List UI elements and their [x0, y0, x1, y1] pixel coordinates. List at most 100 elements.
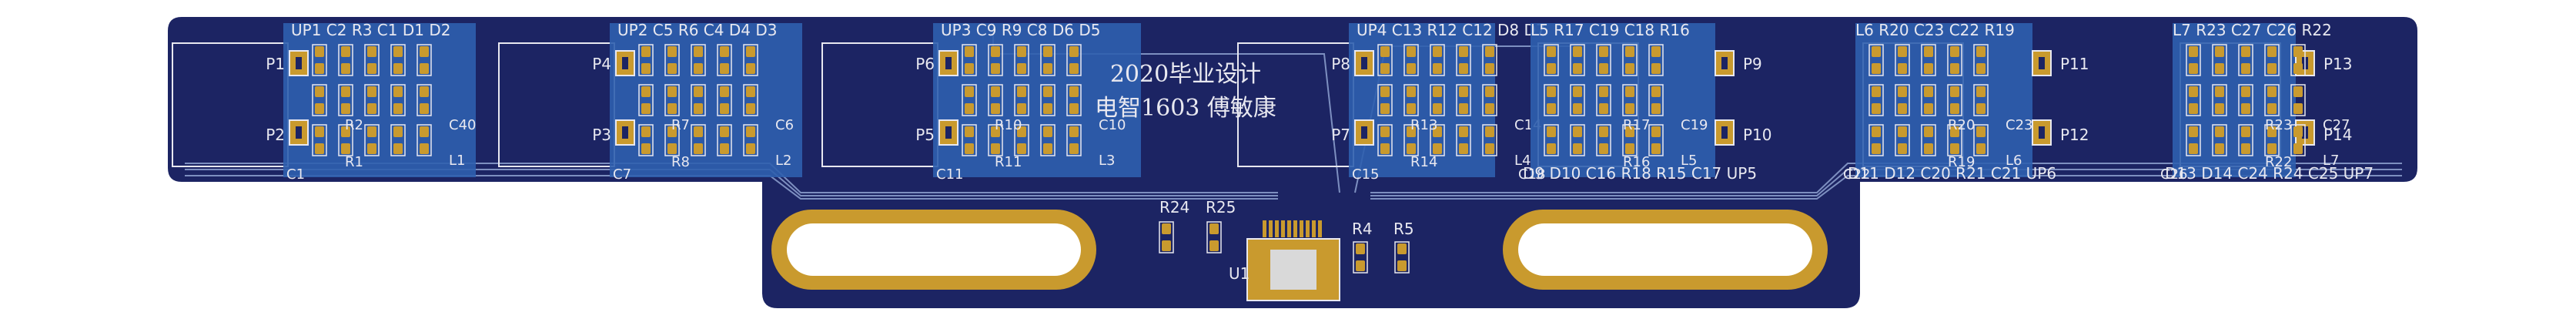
- component-outline: [1544, 44, 1559, 76]
- smd-pad: [2241, 63, 2250, 74]
- component-outline: [338, 124, 353, 156]
- smd-pad: [1069, 63, 1079, 74]
- smd-pad: [2215, 86, 2224, 97]
- smd-pad: [965, 46, 974, 57]
- connector-pad: [1715, 119, 1735, 146]
- smd-pad: [746, 126, 755, 137]
- component-outline: [988, 44, 1003, 76]
- copper-pour: [1855, 23, 2032, 177]
- component-label: C6: [775, 117, 794, 133]
- smd-pad: [1485, 143, 1494, 154]
- component-outline: [1570, 124, 1585, 156]
- smd-pad: [1043, 143, 1052, 154]
- smd-pad: [1599, 126, 1608, 137]
- component-outline: [664, 124, 680, 156]
- smd-pad: [2189, 143, 2198, 154]
- component-label: C15: [1352, 166, 1379, 183]
- component-label: L2: [775, 153, 791, 169]
- smd-pad: [746, 63, 755, 74]
- smd-pad: [1433, 63, 1442, 74]
- pin-label: P6: [915, 55, 935, 73]
- smd-pad: [1485, 103, 1494, 114]
- component-outline: [2212, 44, 2227, 76]
- smd-pad: [1872, 63, 1881, 74]
- smd-pad: [1069, 86, 1079, 97]
- ref-designators: UP3 C9 R9 C8 D6 D5: [941, 21, 1100, 39]
- component-outline: [743, 124, 758, 156]
- component-outline: [664, 44, 680, 76]
- component-outline: [1868, 44, 1884, 76]
- smd-pad: [1017, 126, 1026, 137]
- ic-pin: [1275, 220, 1279, 237]
- smd-pad: [1625, 63, 1634, 74]
- component-outline: [638, 124, 654, 156]
- component-outline: [1622, 44, 1638, 76]
- smd-pad: [341, 86, 350, 97]
- connector-hole: [296, 126, 302, 139]
- component-outline: [1403, 44, 1419, 76]
- smd-pad: [1924, 63, 1933, 74]
- smd-pad: [1599, 143, 1608, 154]
- component-outline: [338, 44, 353, 76]
- smd-pad: [991, 63, 1000, 74]
- smd-pad: [1924, 143, 1933, 154]
- component-label: C19: [1681, 117, 1708, 133]
- component-outline: [717, 44, 732, 76]
- component-outline: [1066, 124, 1082, 156]
- smd-pad: [991, 143, 1000, 154]
- smd-pad: [2267, 86, 2277, 97]
- smd-pad: [1599, 86, 1608, 97]
- smd-pad: [991, 46, 1000, 57]
- component-outline: [338, 84, 353, 116]
- component-outline: [2238, 84, 2253, 116]
- smd-pad: [746, 143, 755, 154]
- component-outline: [1430, 124, 1445, 156]
- smd-pad: [420, 126, 429, 137]
- smd-pad: [1573, 63, 1582, 74]
- smd-pad: [1407, 103, 1416, 114]
- smd-pad: [2267, 143, 2277, 154]
- connector-hole: [296, 57, 302, 69]
- smd-pad: [1924, 103, 1933, 114]
- smd-pad: [1043, 86, 1052, 97]
- connector-hole: [2039, 57, 2045, 69]
- smd-pad: [2267, 126, 2277, 137]
- smd-pad: [694, 63, 703, 74]
- smd-pad: [1017, 86, 1026, 97]
- component-label: R14: [1410, 154, 1437, 170]
- component-label: C26: [2160, 166, 2187, 183]
- component-outline: [1040, 124, 1055, 156]
- connector-hole: [1721, 57, 1728, 69]
- connector-hole: [945, 57, 952, 69]
- smd-pad: [1209, 223, 1219, 234]
- smd-pad: [2293, 63, 2303, 74]
- component-label: R8: [671, 154, 690, 170]
- component-label: C27: [2323, 117, 2350, 133]
- ref-designators-bottom: D13 D14 C24 R24 C25 UP7: [2165, 164, 2374, 183]
- pin-label: P13: [2323, 55, 2353, 73]
- smd-pad: [420, 63, 429, 74]
- smd-pad: [1043, 126, 1052, 137]
- smd-pad: [1380, 126, 1390, 137]
- ic-label: U1: [1229, 264, 1250, 283]
- smd-pad: [1625, 86, 1634, 97]
- smd-pad: [341, 143, 350, 154]
- smd-pad: [367, 86, 376, 97]
- smd-pad: [1407, 126, 1416, 137]
- component-outline: [312, 84, 327, 116]
- component-outline: [1921, 44, 1936, 76]
- component-outline: [417, 44, 432, 76]
- smd-pad: [1651, 46, 1661, 57]
- ref-designators: UP4 C13 R12 C12 D8 D7: [1357, 21, 1546, 39]
- pin-label: P8: [1331, 55, 1350, 73]
- smd-pad: [2267, 63, 2277, 74]
- ic-die: [1270, 250, 1316, 290]
- smd-pad: [367, 103, 376, 114]
- component-outline: [1377, 84, 1393, 116]
- component-outline: [417, 124, 432, 156]
- smd-pad: [2189, 103, 2198, 114]
